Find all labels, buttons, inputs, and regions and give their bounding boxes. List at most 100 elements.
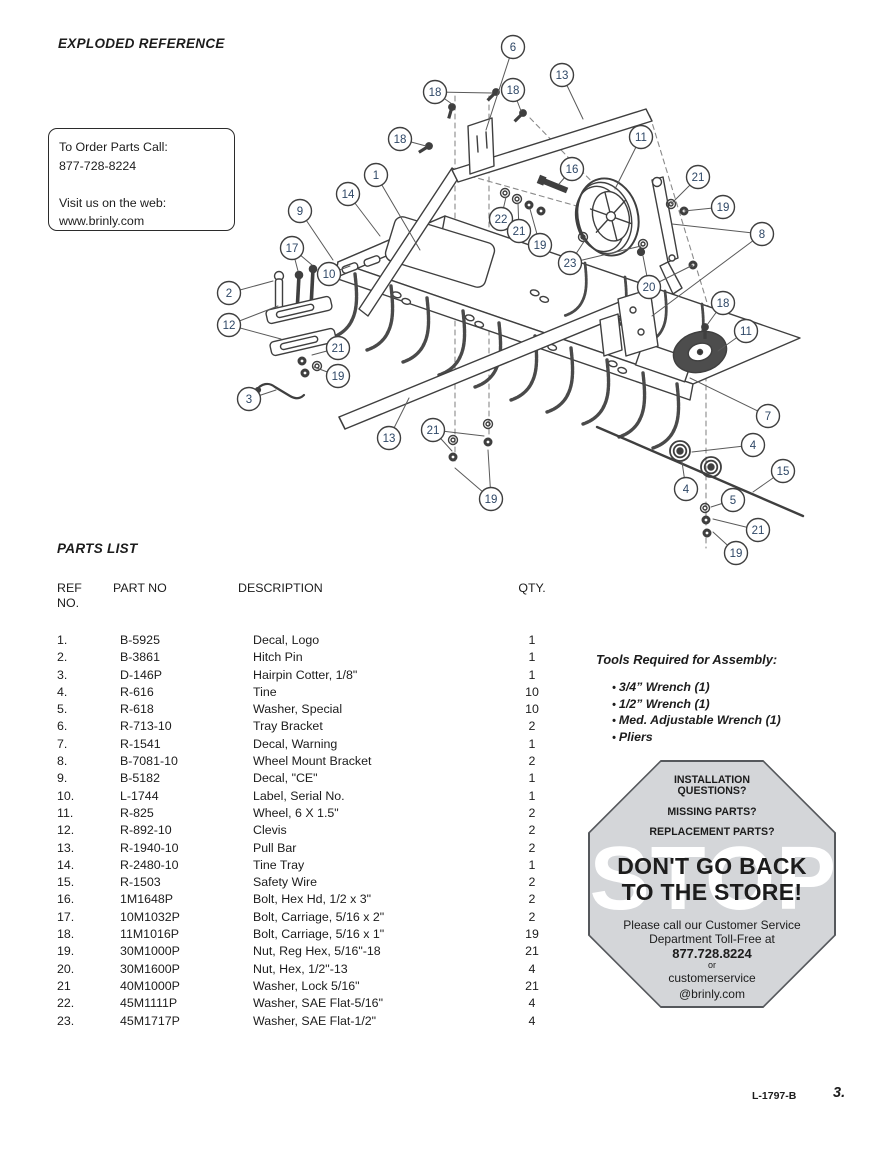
svg-text:14: 14 <box>342 189 355 201</box>
callout-21: 21 <box>325 335 351 361</box>
cell-part: 30M1600P <box>120 961 180 976</box>
table-row: 19. 30M1000P Nut, Reg Hex, 5/16"-18 21 <box>57 943 577 960</box>
page-number: 3. <box>833 1085 846 1101</box>
cell-part: 1M1648P <box>120 892 174 907</box>
stop-line: MISSING PARTS? <box>667 805 757 818</box>
cell-qty: 21 <box>525 978 539 993</box>
stop-line: Department Toll-Free at <box>649 932 775 947</box>
svg-text:16: 16 <box>566 164 579 176</box>
cell-desc: Decal, Warning <box>253 736 338 751</box>
cell-desc: Tray Bracket <box>253 719 323 734</box>
parts-list-title: PARTS LIST <box>57 541 138 556</box>
cell-ref: 16. <box>57 892 75 907</box>
cell-ref: 17. <box>57 909 75 924</box>
svg-text:13: 13 <box>383 433 396 445</box>
cell-desc: Washer, Special <box>253 702 343 717</box>
cell-ref: 9. <box>57 771 68 786</box>
cell-part: 40M1000P <box>120 978 180 993</box>
callout-9: 9 <box>287 198 313 224</box>
cell-part: B-5182 <box>120 771 160 786</box>
callout-10: 10 <box>316 261 342 287</box>
cell-part: R-1940-10 <box>120 840 179 855</box>
cell-desc: Nut, Hex, 1/2"-13 <box>253 961 348 976</box>
tool-item: Med. Adjustable Wrench (1) <box>612 713 888 730</box>
contact-info-box: To Order Parts Call: 877-728-8224 Visit … <box>48 128 235 231</box>
cell-part: 45M1717P <box>120 1013 180 1028</box>
callout-23: 23 <box>557 250 583 276</box>
cell-part: L-1744 <box>120 788 159 803</box>
cell-desc: Tine <box>253 684 277 699</box>
stop-headline: TO THE STORE! <box>621 878 803 905</box>
callout-5: 5 <box>720 487 746 513</box>
safety-wire-drawing <box>595 425 805 518</box>
cell-desc: Hitch Pin <box>253 650 303 665</box>
upper-wheel-drawing <box>574 176 698 295</box>
cell-ref: 15. <box>57 875 75 890</box>
cell-desc: Pull Bar <box>253 840 297 855</box>
callout-7: 7 <box>755 403 781 429</box>
exploded-diagram: 6181813181116211911492221192382017102122… <box>216 34 805 566</box>
cell-desc: Decal, Logo <box>253 633 320 647</box>
cell-qty: 2 <box>528 875 536 890</box>
stop-line: or <box>707 960 716 971</box>
cell-part: B-7081-10 <box>120 754 178 769</box>
exploded-reference-title: EXPLODED REFERENCE <box>58 36 225 51</box>
cell-desc: Nut, Reg Hex, 5/16"-18 <box>253 944 381 959</box>
cell-qty: 1 <box>528 633 536 647</box>
cell-qty: 10 <box>525 702 539 717</box>
tool-item: 1/2” Wrench (1) <box>612 697 888 714</box>
stop-watermark-text: STOP <box>589 828 838 929</box>
svg-text:18: 18 <box>394 134 407 146</box>
cell-ref: 8. <box>57 754 68 769</box>
cell-desc: Bolt, Carriage, 5/16 x 2" <box>253 909 385 924</box>
svg-text:21: 21 <box>752 525 765 537</box>
callout-2: 2 <box>216 280 242 306</box>
cell-qty: 2 <box>528 823 536 838</box>
callout-18: 18 <box>422 79 448 105</box>
stop-sign-graphic: STOP INSTALLATION QUESTIONS? MISSING PAR… <box>588 760 836 1008</box>
hitch-hardware-drawing <box>254 264 337 400</box>
stop-email: @brinly.com <box>679 987 745 1002</box>
callout-19: 19 <box>325 363 351 389</box>
cell-desc: Wheel, 6 X 1.5" <box>253 805 339 820</box>
cell-qty: 21 <box>525 944 539 959</box>
cell-part: 10M1032P <box>120 909 180 924</box>
svg-text:21: 21 <box>427 425 440 437</box>
cell-ref: 6. <box>57 719 68 734</box>
callout-21: 21 <box>506 218 532 244</box>
contact-line: Visit us on the web: <box>59 195 167 210</box>
cell-qty: 2 <box>528 719 536 734</box>
callout-21: 21 <box>745 517 771 543</box>
parts-table: REF NO. PART NO DESCRIPTION QTY. 1.B-592… <box>57 581 577 1030</box>
cell-part: 11M1016P <box>120 927 180 942</box>
callout-12: 12 <box>216 312 242 338</box>
callout-11: 11 <box>628 124 654 150</box>
svg-text:4: 4 <box>683 484 690 496</box>
svg-text:22: 22 <box>495 214 508 226</box>
svg-text:10: 10 <box>323 269 336 281</box>
cell-part: 30M1000P <box>120 944 180 959</box>
cell-desc: Bolt, Hex Hd, 1/2 x 3" <box>253 892 372 907</box>
cell-qty: 2 <box>528 754 536 769</box>
cell-qty: 1 <box>528 771 536 786</box>
cell-desc: Hairpin Cotter, 1/8" <box>253 667 358 682</box>
svg-text:21: 21 <box>513 226 526 238</box>
tray-bracket-drawing <box>467 117 495 175</box>
contact-phone: 877-728-8224 <box>59 158 137 173</box>
header-ref: REF NO. <box>57 581 82 610</box>
cell-desc: Washer, Lock 5/16" <box>253 978 360 993</box>
cell-ref: 19. <box>57 944 75 959</box>
